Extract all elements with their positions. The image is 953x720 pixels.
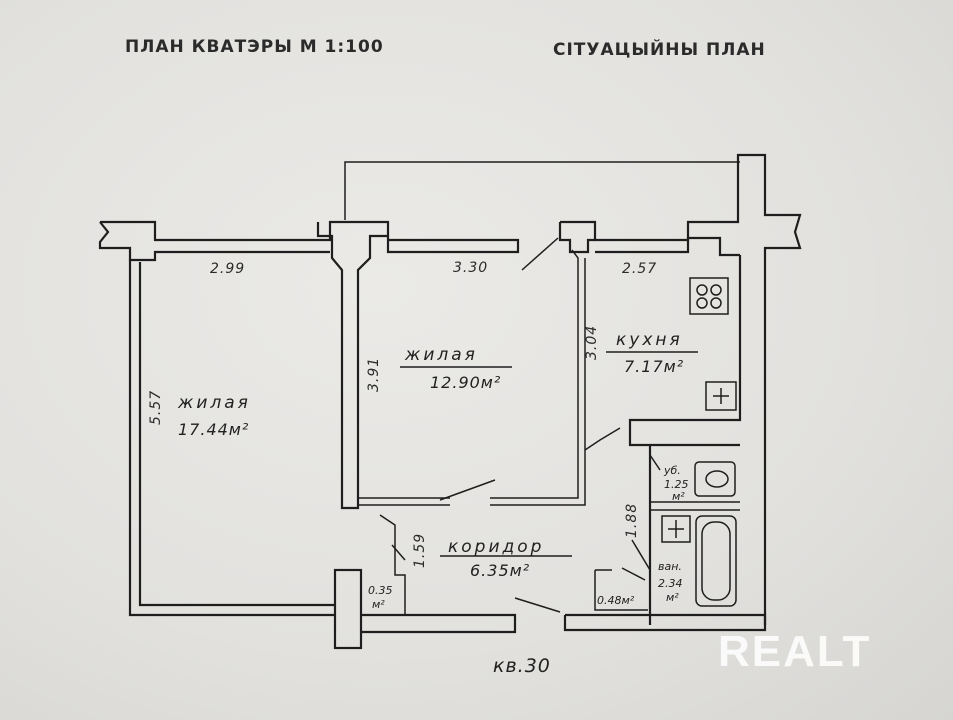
dim-living2-width: 3.30: [453, 260, 488, 276]
partition-wall-1: [316, 222, 388, 510]
realt-watermark: REALT: [718, 627, 871, 676]
closet2-area: 0.48м²: [597, 594, 635, 607]
corridor-area: 6.35м²: [470, 561, 530, 580]
dim-living1-width: 2.99: [210, 261, 245, 277]
living2-area: 12.90м²: [430, 373, 501, 392]
door-swing-living2: [439, 479, 496, 501]
bathroom-block: [594, 445, 740, 625]
living-room-2-walls: [358, 237, 586, 506]
living2-label: жилая: [404, 345, 478, 365]
toilet-icon: [694, 461, 736, 497]
closet1-unit: м²: [372, 598, 385, 611]
bath-label: ван.: [658, 560, 682, 573]
dim-living2-depth: 3.91: [366, 357, 382, 392]
toilet-area: 1.25: [664, 478, 689, 491]
corridor-label: коридор: [448, 537, 544, 557]
washbasin-icon: [661, 515, 691, 543]
closet1-area: 0.35: [368, 584, 393, 597]
living1-label: жилая: [177, 393, 251, 413]
entrance-column: [333, 568, 363, 650]
dim-kitchen-depth: 3.04: [584, 325, 600, 360]
bath-area: 2.34: [658, 577, 683, 590]
living-room-1-walls: [128, 260, 335, 617]
entry-door-swing: [514, 597, 561, 613]
dim-corridor-width: 1.59: [412, 533, 428, 568]
kitchen-label: кухня: [616, 330, 683, 350]
dim-bath-depth: 1.88: [624, 503, 640, 538]
situation-plan-title: СІТУАЦЫЙНЫ ПЛАН: [553, 38, 766, 60]
door-swing-kitchen: [521, 237, 559, 271]
kitchen-area: 7.17м²: [624, 357, 684, 376]
corridor-walls: [333, 514, 767, 650]
dim-kitchen-width: 2.57: [622, 261, 657, 277]
dim-living1-depth: 5.57: [148, 390, 164, 425]
kitchen-walls: [584, 255, 742, 451]
situation-outline: [344, 161, 740, 220]
outer-wall-top: [98, 153, 802, 625]
living1-area: 17.44м²: [178, 420, 249, 439]
apartment-number: кв.30: [493, 655, 551, 677]
toilet-label: уб.: [663, 464, 681, 477]
bathtub-icon: [695, 515, 737, 607]
bath-unit: м²: [666, 591, 679, 604]
plan-title: ПЛАН КВАТЭРЫ М 1:100: [125, 37, 384, 57]
toilet-unit: м²: [672, 490, 685, 503]
kitchen-sink-icon: [705, 381, 737, 411]
stove-icon: [689, 277, 729, 315]
